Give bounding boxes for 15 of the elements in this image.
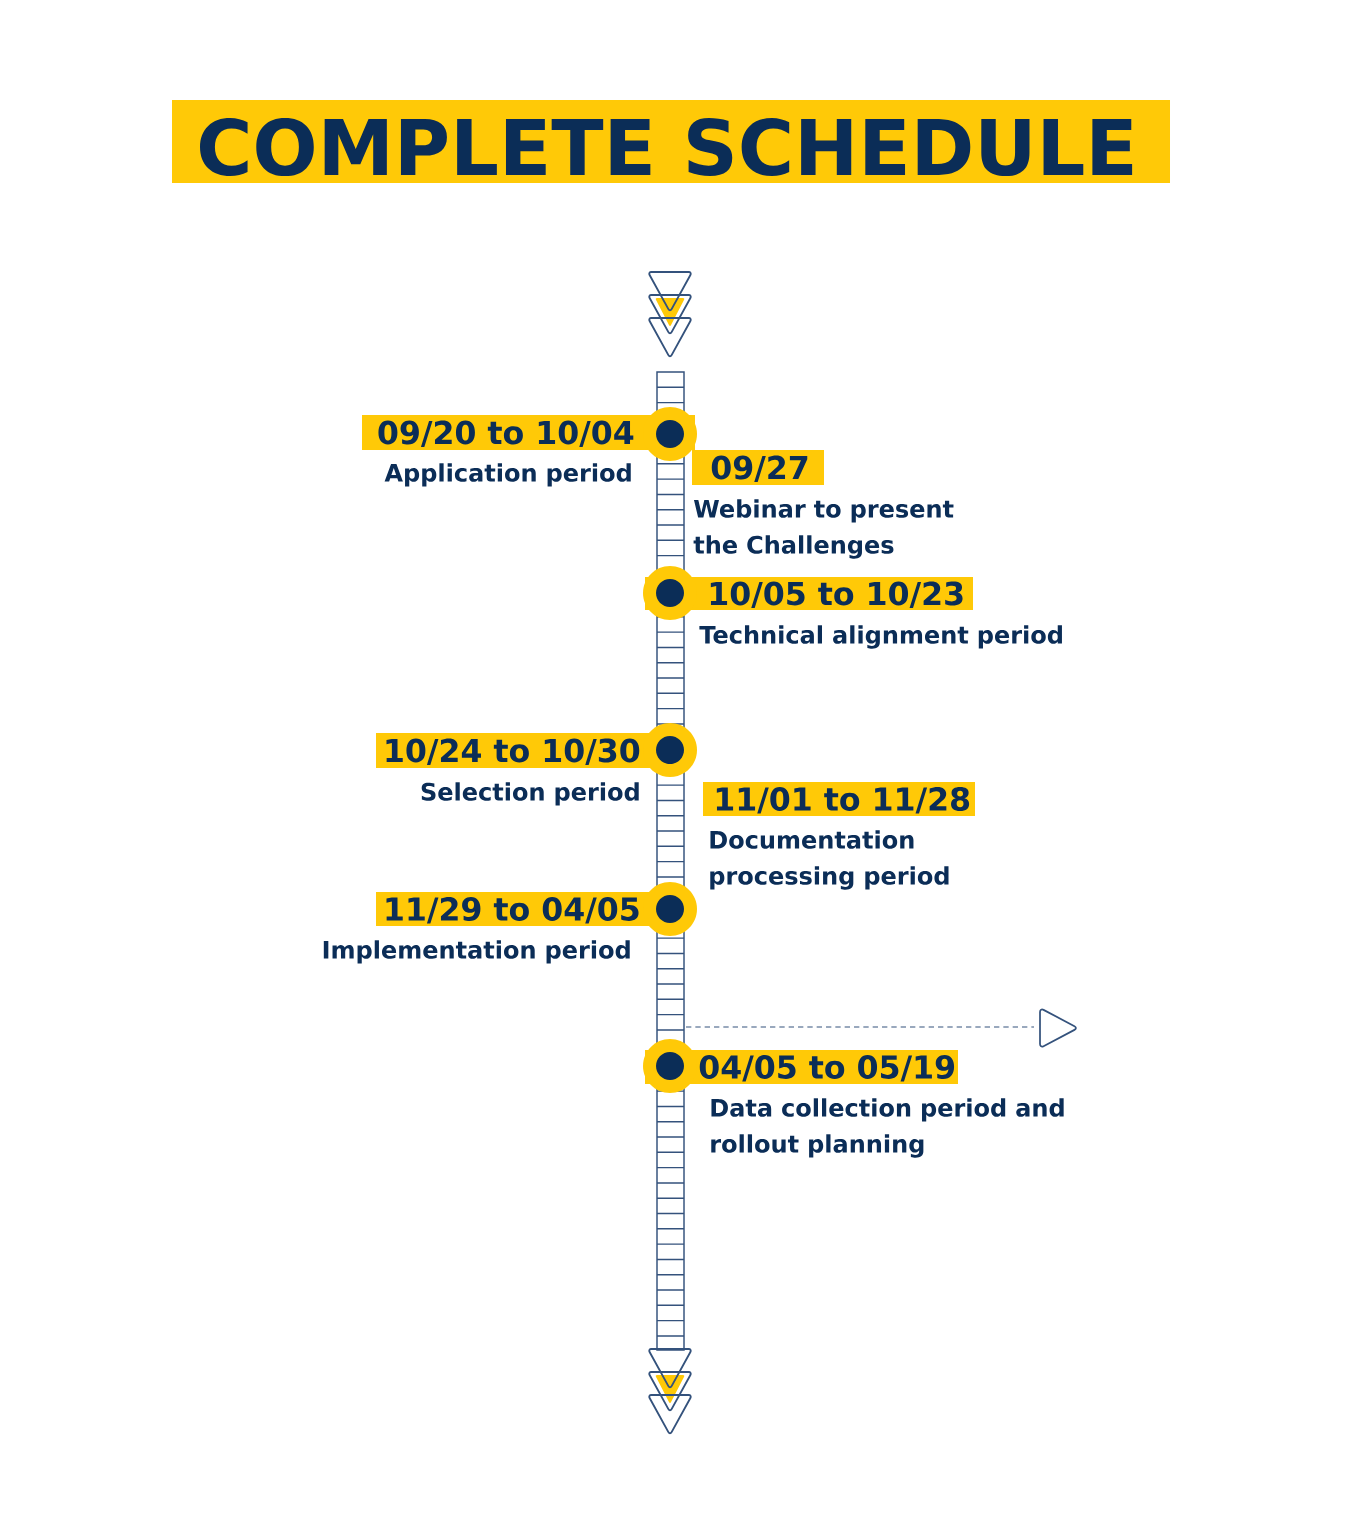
date-band: 09/27 [692, 450, 824, 485]
date-band: 09/20 to 10/04 [362, 407, 697, 461]
period-label: Documentation processing period [710, 830, 949, 890]
date-band: 10/24 to 10/30 [376, 723, 697, 777]
period-label: Implementation period [323, 940, 630, 964]
period-label: Webinar to present the Challenges [693, 499, 954, 559]
date-band: 10/05 to 10/23 [643, 566, 973, 620]
period-label: Selection period [421, 782, 639, 806]
date-band: 04/05 to 05/19 [643, 1039, 958, 1093]
title-banner: COMPLETE SCHEDULE [172, 100, 1170, 183]
period-label: Application period [384, 463, 631, 487]
date-band: 11/29 to 04/05 [376, 882, 697, 936]
period-label: Data collection period and rollout planning [711, 1098, 1064, 1158]
period-label: Technical alignment period [699, 625, 1062, 649]
date-band: 11/01 to 11/28 [703, 782, 975, 816]
